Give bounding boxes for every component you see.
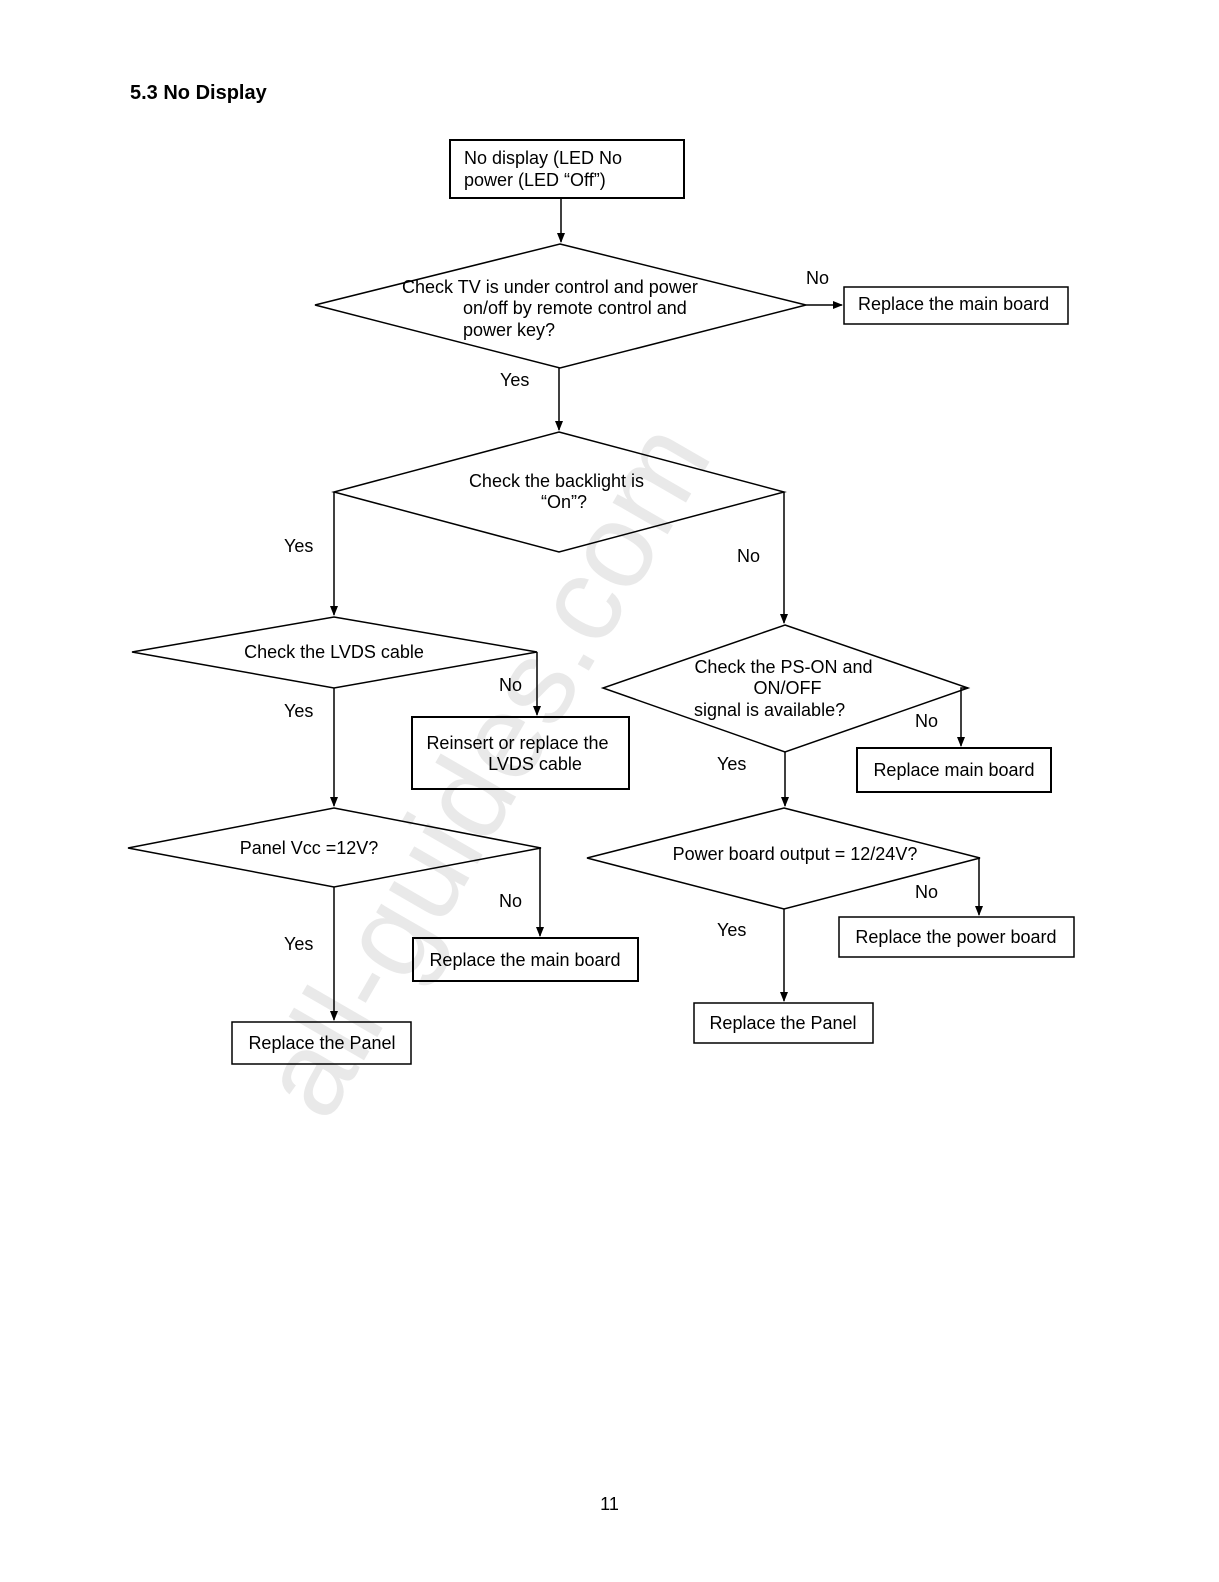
- check-control-diamond: [314, 243, 807, 369]
- replace-main-board-label-2: Replace main board: [873, 760, 1034, 780]
- edge-vcc-no: [536, 847, 544, 937]
- start-box: [449, 139, 685, 199]
- edge-label-lvds-no: No: [499, 675, 522, 695]
- replace-panel-box-1: [231, 1021, 412, 1065]
- check-backlight-line-1: Check the backlight is: [469, 471, 644, 491]
- edge-label-control-no: No: [806, 268, 829, 288]
- reinsert-lvds-box: [411, 716, 630, 790]
- check-backlight-line-2: “On”?: [541, 492, 587, 512]
- edge-label-control-yes: Yes: [500, 370, 529, 390]
- edge-label-pson-yes: Yes: [717, 754, 746, 774]
- start-label-line-1: No display (LED No: [464, 148, 622, 168]
- reinsert-lvds-line-1: Reinsert or replace the: [426, 733, 608, 753]
- edge-label-backlight-yes: Yes: [284, 536, 313, 556]
- replace-main-board-box-1: [843, 286, 1069, 325]
- panel-vcc-label: Panel Vcc =12V?: [240, 838, 379, 858]
- replace-main-board-label-3: Replace the main board: [429, 950, 620, 970]
- replace-panel-label-2: Replace the Panel: [709, 1013, 856, 1033]
- edge-label-output-yes: Yes: [717, 920, 746, 940]
- check-lvds-label: Check the LVDS cable: [244, 642, 424, 662]
- edge-label-vcc-yes: Yes: [284, 934, 313, 954]
- power-output-label: Power board output = 12/24V?: [673, 844, 918, 864]
- page-heading: 5.3 No Display: [130, 82, 267, 104]
- check-control-label: Check TV is under control and power on/o…: [402, 277, 703, 340]
- check-pson-line-2: ON/OFF: [753, 678, 821, 698]
- edge-output-no: [975, 857, 983, 916]
- replace-power-board-label: Replace the power board: [855, 927, 1056, 947]
- replace-main-board-box-2: [856, 747, 1052, 793]
- check-control-line-1: Check TV is under control and power: [402, 277, 698, 297]
- check-backlight-diamond: [331, 431, 787, 553]
- check-backlight-label: Check the backlight is “On”?: [469, 471, 649, 512]
- replace-panel-label-1: Replace the Panel: [248, 1033, 395, 1053]
- edge-pson-no: [957, 687, 968, 747]
- edge-label-vcc-no: No: [499, 891, 522, 911]
- reinsert-lvds-label: Reinsert or replace the LVDS cable: [426, 733, 613, 774]
- check-pson-label: Check the PS-ON and ON/OFF signal is ava…: [694, 657, 878, 720]
- check-pson-line-3: signal is available?: [694, 700, 845, 720]
- start-label: No display (LED No power (LED “Off”): [464, 148, 627, 190]
- edge-label-output-no: No: [915, 882, 938, 902]
- replace-power-board-box: [838, 916, 1075, 958]
- check-pson-line-1: Check the PS-ON and: [694, 657, 872, 677]
- replace-main-board-label-1: Replace the main board: [858, 294, 1049, 314]
- edge-label-backlight-no: No: [737, 546, 760, 566]
- page-number: 11: [600, 1494, 619, 1514]
- check-control-line-2: on/off by remote control and: [463, 298, 687, 318]
- reinsert-lvds-line-2: LVDS cable: [488, 754, 582, 774]
- edge-label-pson-no: No: [915, 711, 938, 731]
- edge-label-lvds-yes: Yes: [284, 701, 313, 721]
- start-label-line-2: power (LED “Off”): [464, 170, 606, 190]
- replace-panel-box-2: [693, 1002, 874, 1044]
- check-control-line-3: power key?: [463, 320, 555, 340]
- replace-main-board-box-3: [412, 937, 639, 982]
